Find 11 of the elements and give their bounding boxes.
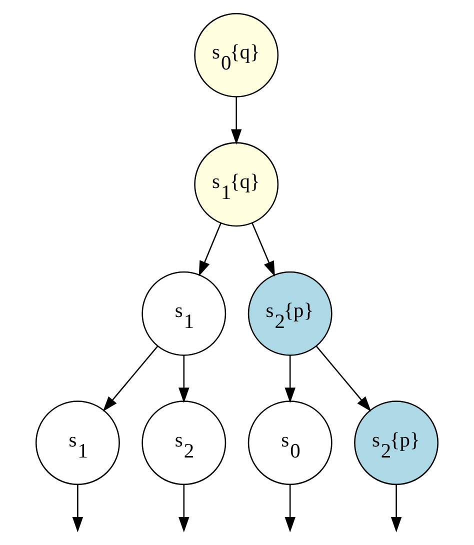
arrow bbox=[102, 346, 158, 412]
arrow bbox=[178, 355, 190, 404]
arrow bbox=[316, 346, 372, 412]
arrow bbox=[178, 484, 190, 532]
arrow bbox=[284, 484, 296, 532]
arrow bbox=[252, 222, 275, 277]
arrow bbox=[390, 484, 402, 532]
arrow bbox=[72, 484, 84, 532]
arrow bbox=[230, 96, 242, 145]
arrow bbox=[198, 223, 222, 276]
arrow bbox=[284, 355, 296, 404]
